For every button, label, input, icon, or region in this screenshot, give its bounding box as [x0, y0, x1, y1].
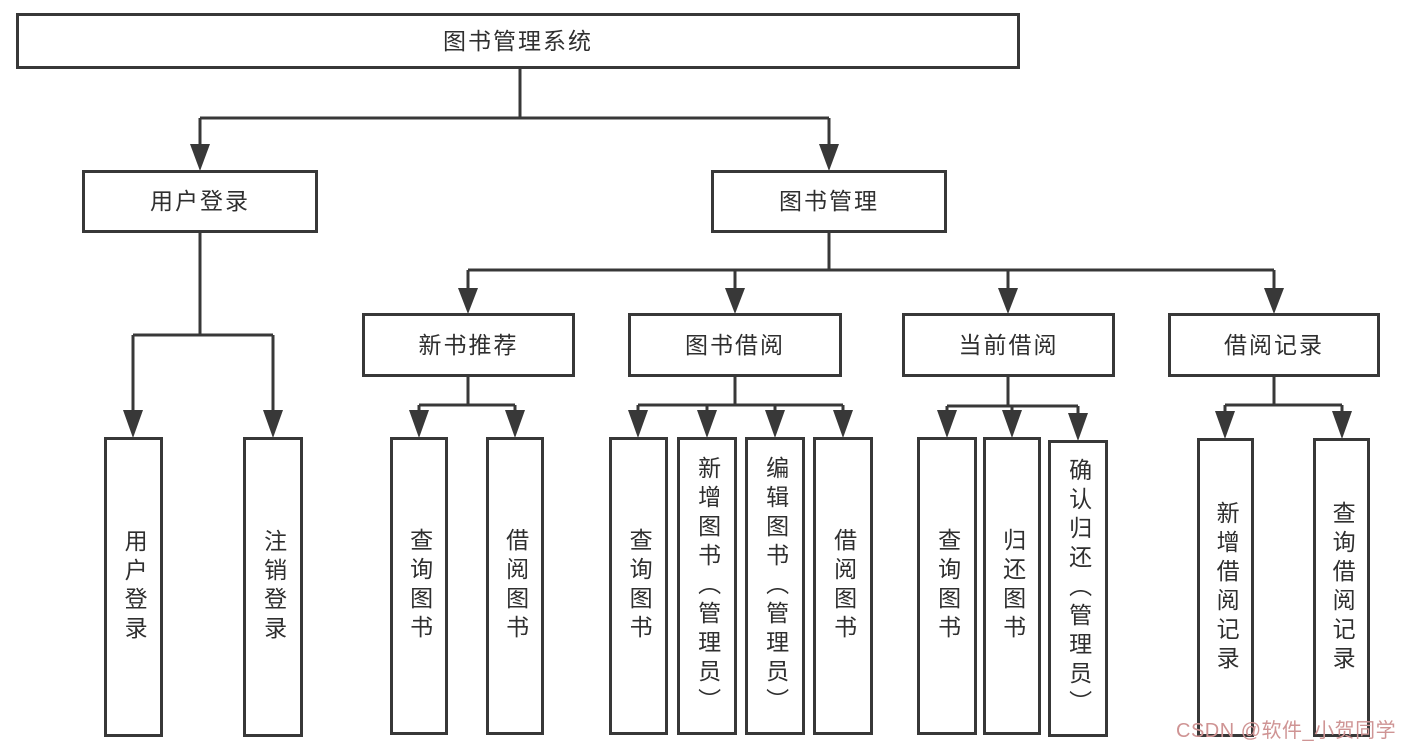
- node-user-login: 用户登录: [82, 170, 318, 233]
- connector-current-to-leaves: [937, 377, 1088, 441]
- arrow-head: [409, 410, 429, 438]
- arrow-head: [833, 410, 853, 438]
- node-book-borrowing: 图书借阅: [628, 313, 842, 377]
- arrow-head: [123, 410, 143, 438]
- leaf-recommend-borrow-books: 借阅图书: [486, 437, 544, 735]
- arrow-head: [725, 288, 745, 314]
- connector-lines: [636, 377, 845, 412]
- connector-lines: [417, 377, 517, 412]
- leaf-recommend-query-books: 查询图书: [390, 437, 448, 735]
- arrow-head: [937, 410, 957, 438]
- node-current-borrowing: 当前借阅: [902, 313, 1115, 377]
- leaf-borrow-query-books: 查询图书: [609, 437, 668, 735]
- connector-lines: [198, 69, 831, 146]
- arrow-head: [263, 410, 283, 438]
- arrow-head: [1332, 411, 1352, 439]
- connector-records-to-leaves: [1215, 377, 1352, 439]
- leaf-borrow-add-books-admin: 新增图书（管理员）: [677, 437, 737, 735]
- connector-lines: [945, 377, 1080, 414]
- arrow-head: [1264, 288, 1284, 314]
- connector-lines: [131, 233, 275, 412]
- leaf-borrow-borrow-books: 借阅图书: [813, 437, 873, 735]
- leaf-borrow-edit-books-admin: 编辑图书（管理员）: [745, 437, 805, 735]
- arrow-head: [505, 410, 525, 438]
- leaf-current-confirm-return-admin: 确认归还（管理员）: [1048, 440, 1108, 737]
- arrow-head: [1002, 410, 1022, 438]
- connector-book-management-to-sections: [458, 233, 1284, 314]
- arrow-head: [697, 410, 717, 438]
- connector-lines: [1223, 377, 1344, 412]
- node-book-management: 图书管理: [711, 170, 947, 233]
- arrow-head: [1068, 413, 1088, 441]
- arrow-head: [190, 144, 210, 171]
- arrow-head: [628, 410, 648, 438]
- node-root: 图书管理系统: [16, 13, 1020, 69]
- connector-borrowing-to-leaves: [628, 377, 853, 438]
- leaf-current-query-books: 查询图书: [917, 437, 977, 735]
- leaf-records-add-record: 新增借阅记录: [1197, 438, 1254, 737]
- leaf-records-query-record: 查询借阅记录: [1313, 438, 1370, 737]
- arrow-head: [819, 144, 839, 171]
- leaf-logout: 注销登录: [243, 437, 303, 737]
- arrow-head: [998, 288, 1018, 314]
- node-new-book-recommendation: 新书推荐: [362, 313, 575, 377]
- node-borrowing-records: 借阅记录: [1168, 313, 1380, 377]
- connector-lines: [466, 233, 1276, 289]
- connector-user-login-to-leaves: [123, 233, 283, 438]
- connector-root-to-level2: [190, 69, 839, 171]
- connector-recommendation-to-leaves: [409, 377, 525, 438]
- leaf-user-login: 用户登录: [104, 437, 163, 737]
- leaf-current-return-books: 归还图书: [983, 437, 1041, 735]
- arrow-head: [1215, 411, 1235, 439]
- arrow-head: [458, 288, 478, 314]
- watermark: CSDN @软件_小贺同学: [1176, 720, 1397, 742]
- arrow-head: [765, 410, 785, 438]
